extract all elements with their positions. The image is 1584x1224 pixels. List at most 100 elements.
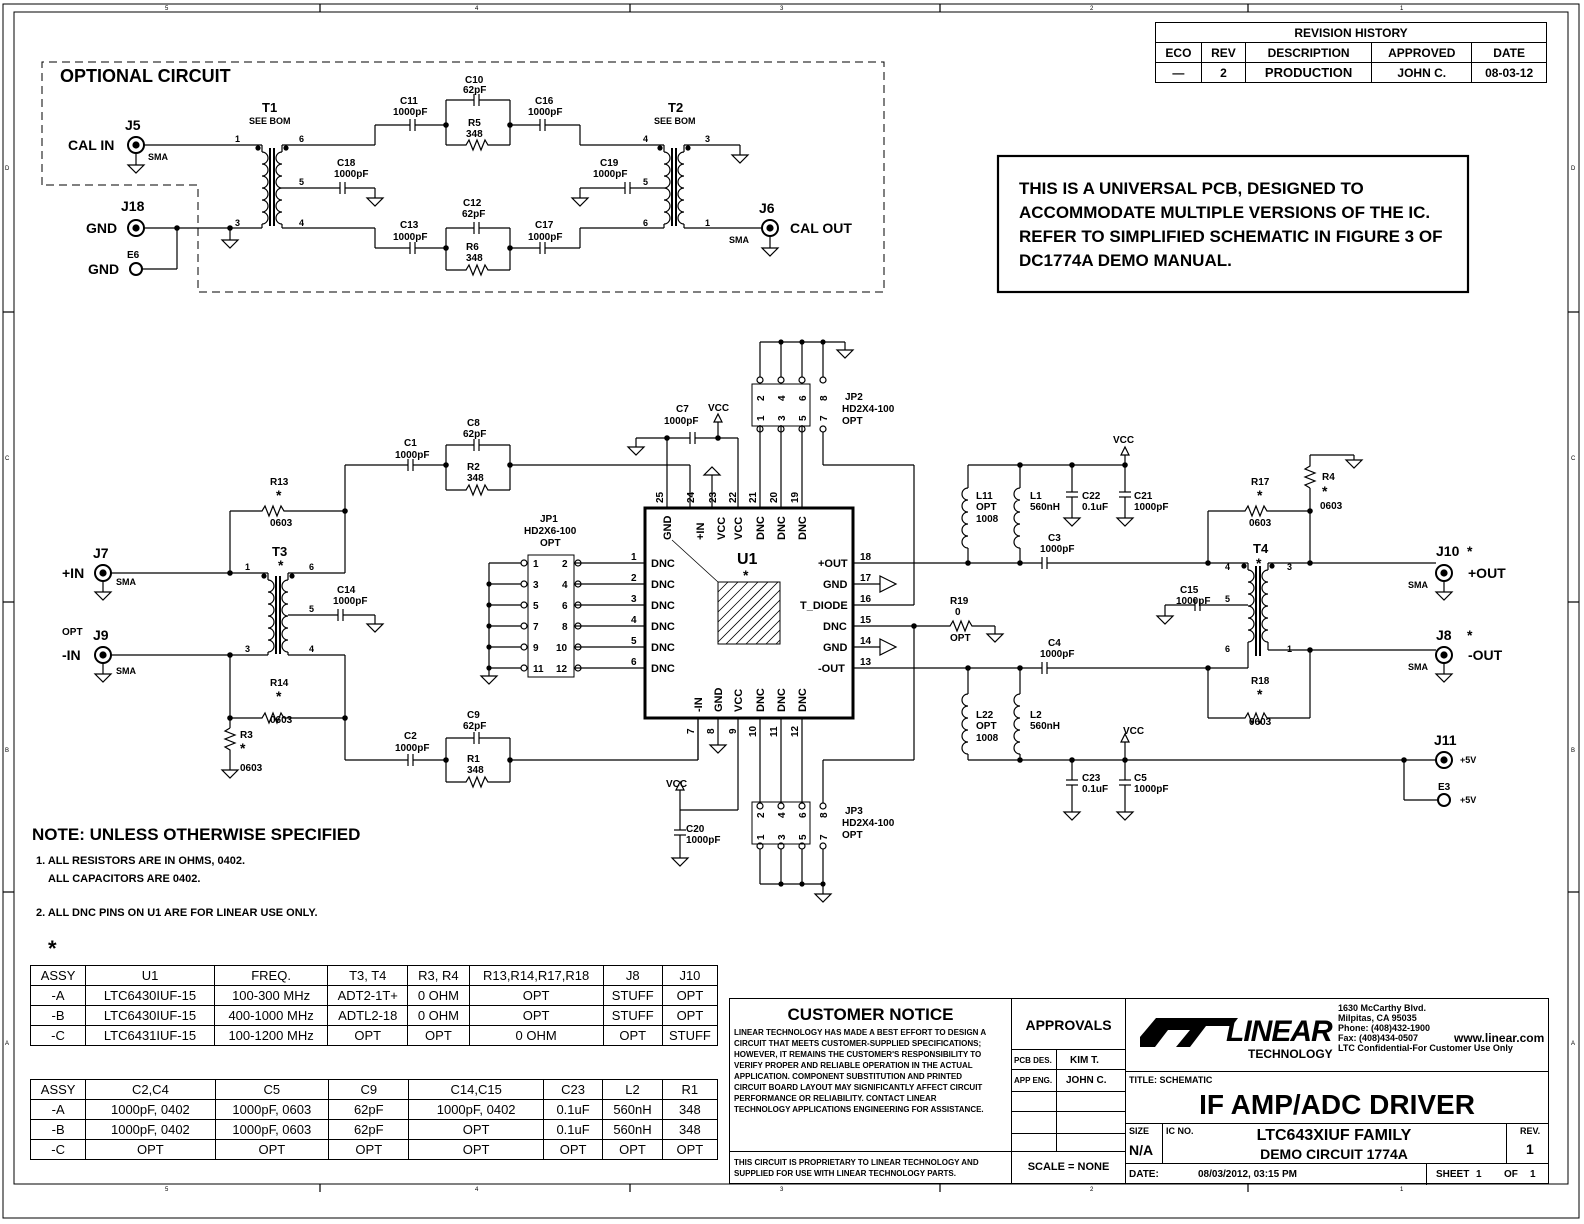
label-sma: SMA [729, 235, 750, 245]
bom-cell: STUFF [602, 985, 663, 1006]
value: 1000pF [593, 169, 627, 180]
pin-number: 19 [790, 491, 801, 503]
ref-jp1: JP1 [540, 514, 558, 525]
ref-l2: L2 [1030, 710, 1042, 721]
pin-number: 6 [643, 218, 648, 228]
bom-cell: -C [29, 1025, 87, 1046]
pin-name: VCC [733, 517, 745, 540]
col-label: 2 [1090, 1187, 1094, 1193]
of-number: 1 [1530, 1169, 1536, 1180]
bom-cell: R13,R14,R17,R18 [468, 965, 604, 986]
pin-number: 3 [705, 134, 710, 144]
row-label: A [1571, 1041, 1575, 1047]
rev-header: REV [1200, 42, 1246, 63]
label-minus-in: -IN [62, 647, 81, 663]
star: * [1257, 686, 1263, 702]
schematic-labels: OPTIONAL CIRCUIT CAL IN J5 SMA J18 GND E… [60, 66, 872, 776]
bom-cell: R1 [661, 1079, 719, 1100]
jp3-header [751, 623, 917, 903]
jp3-opt: OPT [842, 830, 863, 841]
ref-j5: J5 [125, 117, 141, 133]
ref-r3: R3 [240, 730, 253, 741]
jp1-value: HD2X6-100 [524, 526, 577, 537]
bom-cell: 0.1uF [542, 1119, 604, 1140]
logo-text: LINEAR [1226, 1015, 1333, 1048]
t2-value: SEE BOM [654, 116, 696, 126]
value: 1000pF [1040, 544, 1074, 555]
ref-c20: C20 [686, 824, 705, 835]
sheet-number: 1 [1476, 1169, 1482, 1180]
bom-cell: LTC6431IUF-15 [85, 1025, 215, 1046]
ref-j11: J11 [1434, 732, 1457, 748]
col-label: 4 [475, 1187, 479, 1193]
star: * [743, 567, 749, 583]
star: * [240, 740, 246, 756]
bom-cell: OPT [408, 1139, 544, 1160]
pin-name: DNC [651, 558, 675, 570]
rev-header: DATE [1471, 42, 1547, 63]
pin-name: DNC [651, 621, 675, 633]
note-line: ACCOMMODATE MULTIPLE VERSIONS OF THE IC. [1019, 203, 1430, 222]
ref-l1: L1 [1030, 491, 1042, 502]
demo-circuit: DEMO CIRCUIT 1774A [1260, 1146, 1408, 1162]
label-sma: SMA [1408, 662, 1429, 672]
ic-number: LTC643XIUF FAMILY [1256, 1127, 1412, 1144]
col-label: 4 [475, 6, 479, 12]
pin-number: 6 [562, 601, 568, 612]
value: 1000pF [393, 107, 427, 118]
pin-name: DNC [755, 516, 767, 540]
value: 0603 [270, 518, 293, 529]
ref-c2: C2 [404, 731, 417, 742]
value: 1008 [976, 733, 999, 744]
bom-cell: C9 [328, 1079, 410, 1100]
sheet-label: SHEET [1436, 1169, 1470, 1180]
drawing-title: IF AMP/ADC DRIVER [1199, 1089, 1475, 1120]
rev-header: APPROVED [1371, 42, 1473, 63]
pin-number: 1 [235, 134, 240, 144]
note-line: REFER TO SIMPLIFIED SCHEMATIC IN FIGURE … [1019, 227, 1442, 246]
text-line: Phone: (408)432-1900 [1338, 1023, 1431, 1033]
ref-r18: R18 [1251, 676, 1270, 687]
pin-number: 11 [769, 726, 780, 737]
text-line: Milpitas, CA 95035 [1338, 1013, 1417, 1023]
bom-cell: 1000pF, 0402 [408, 1099, 544, 1120]
value: 348 [467, 473, 484, 484]
value: 1000pF [333, 596, 367, 607]
pin-number: 9 [728, 728, 739, 734]
pin-number: 8 [562, 622, 568, 633]
label-vcc: VCC [1113, 435, 1134, 446]
ref-jp3: JP3 [845, 806, 863, 817]
logo-subtext: TECHNOLOGY [1248, 1047, 1333, 1061]
revision-history-table: REVISION HISTORY ECO REV DESCRIPTION APP… [1155, 22, 1547, 83]
bom-cell: J8 [602, 965, 663, 986]
of-label: OF [1504, 1169, 1518, 1180]
pin-number: 5 [798, 834, 809, 840]
label-gnd: GND [88, 261, 119, 277]
website-link[interactable]: www.linear.com [1454, 1031, 1545, 1045]
jp2-value: HD2X4-100 [842, 404, 895, 415]
ref-c1: C1 [404, 438, 417, 449]
pin-number: 9 [533, 643, 539, 654]
pin-number: 7 [819, 415, 830, 421]
ref-c5: C5 [1134, 773, 1147, 784]
pin-number: 4 [562, 580, 568, 591]
ref-c9: C9 [467, 710, 480, 721]
bom-cell: 0 OHM [407, 985, 470, 1006]
bom-cell: 62pF [328, 1099, 410, 1120]
optional-circuit-wires [126, 94, 780, 277]
bom-cell: OPT [407, 1025, 470, 1046]
value: 0603 [1249, 518, 1272, 529]
text-line: Fax: (408)434-0507 [1338, 1033, 1419, 1043]
row-label: A [5, 1041, 9, 1047]
bom-cell: OPT [542, 1139, 604, 1160]
bom-cell: -A [29, 985, 87, 1006]
bom-cell: J10 [661, 965, 719, 986]
value: 62pF [463, 85, 486, 96]
pin-name: GND [662, 516, 674, 541]
ref-c8: C8 [467, 418, 480, 429]
bom-cell: OPT [602, 1139, 663, 1160]
col-label: 3 [780, 6, 784, 12]
row-label: B [5, 748, 9, 754]
